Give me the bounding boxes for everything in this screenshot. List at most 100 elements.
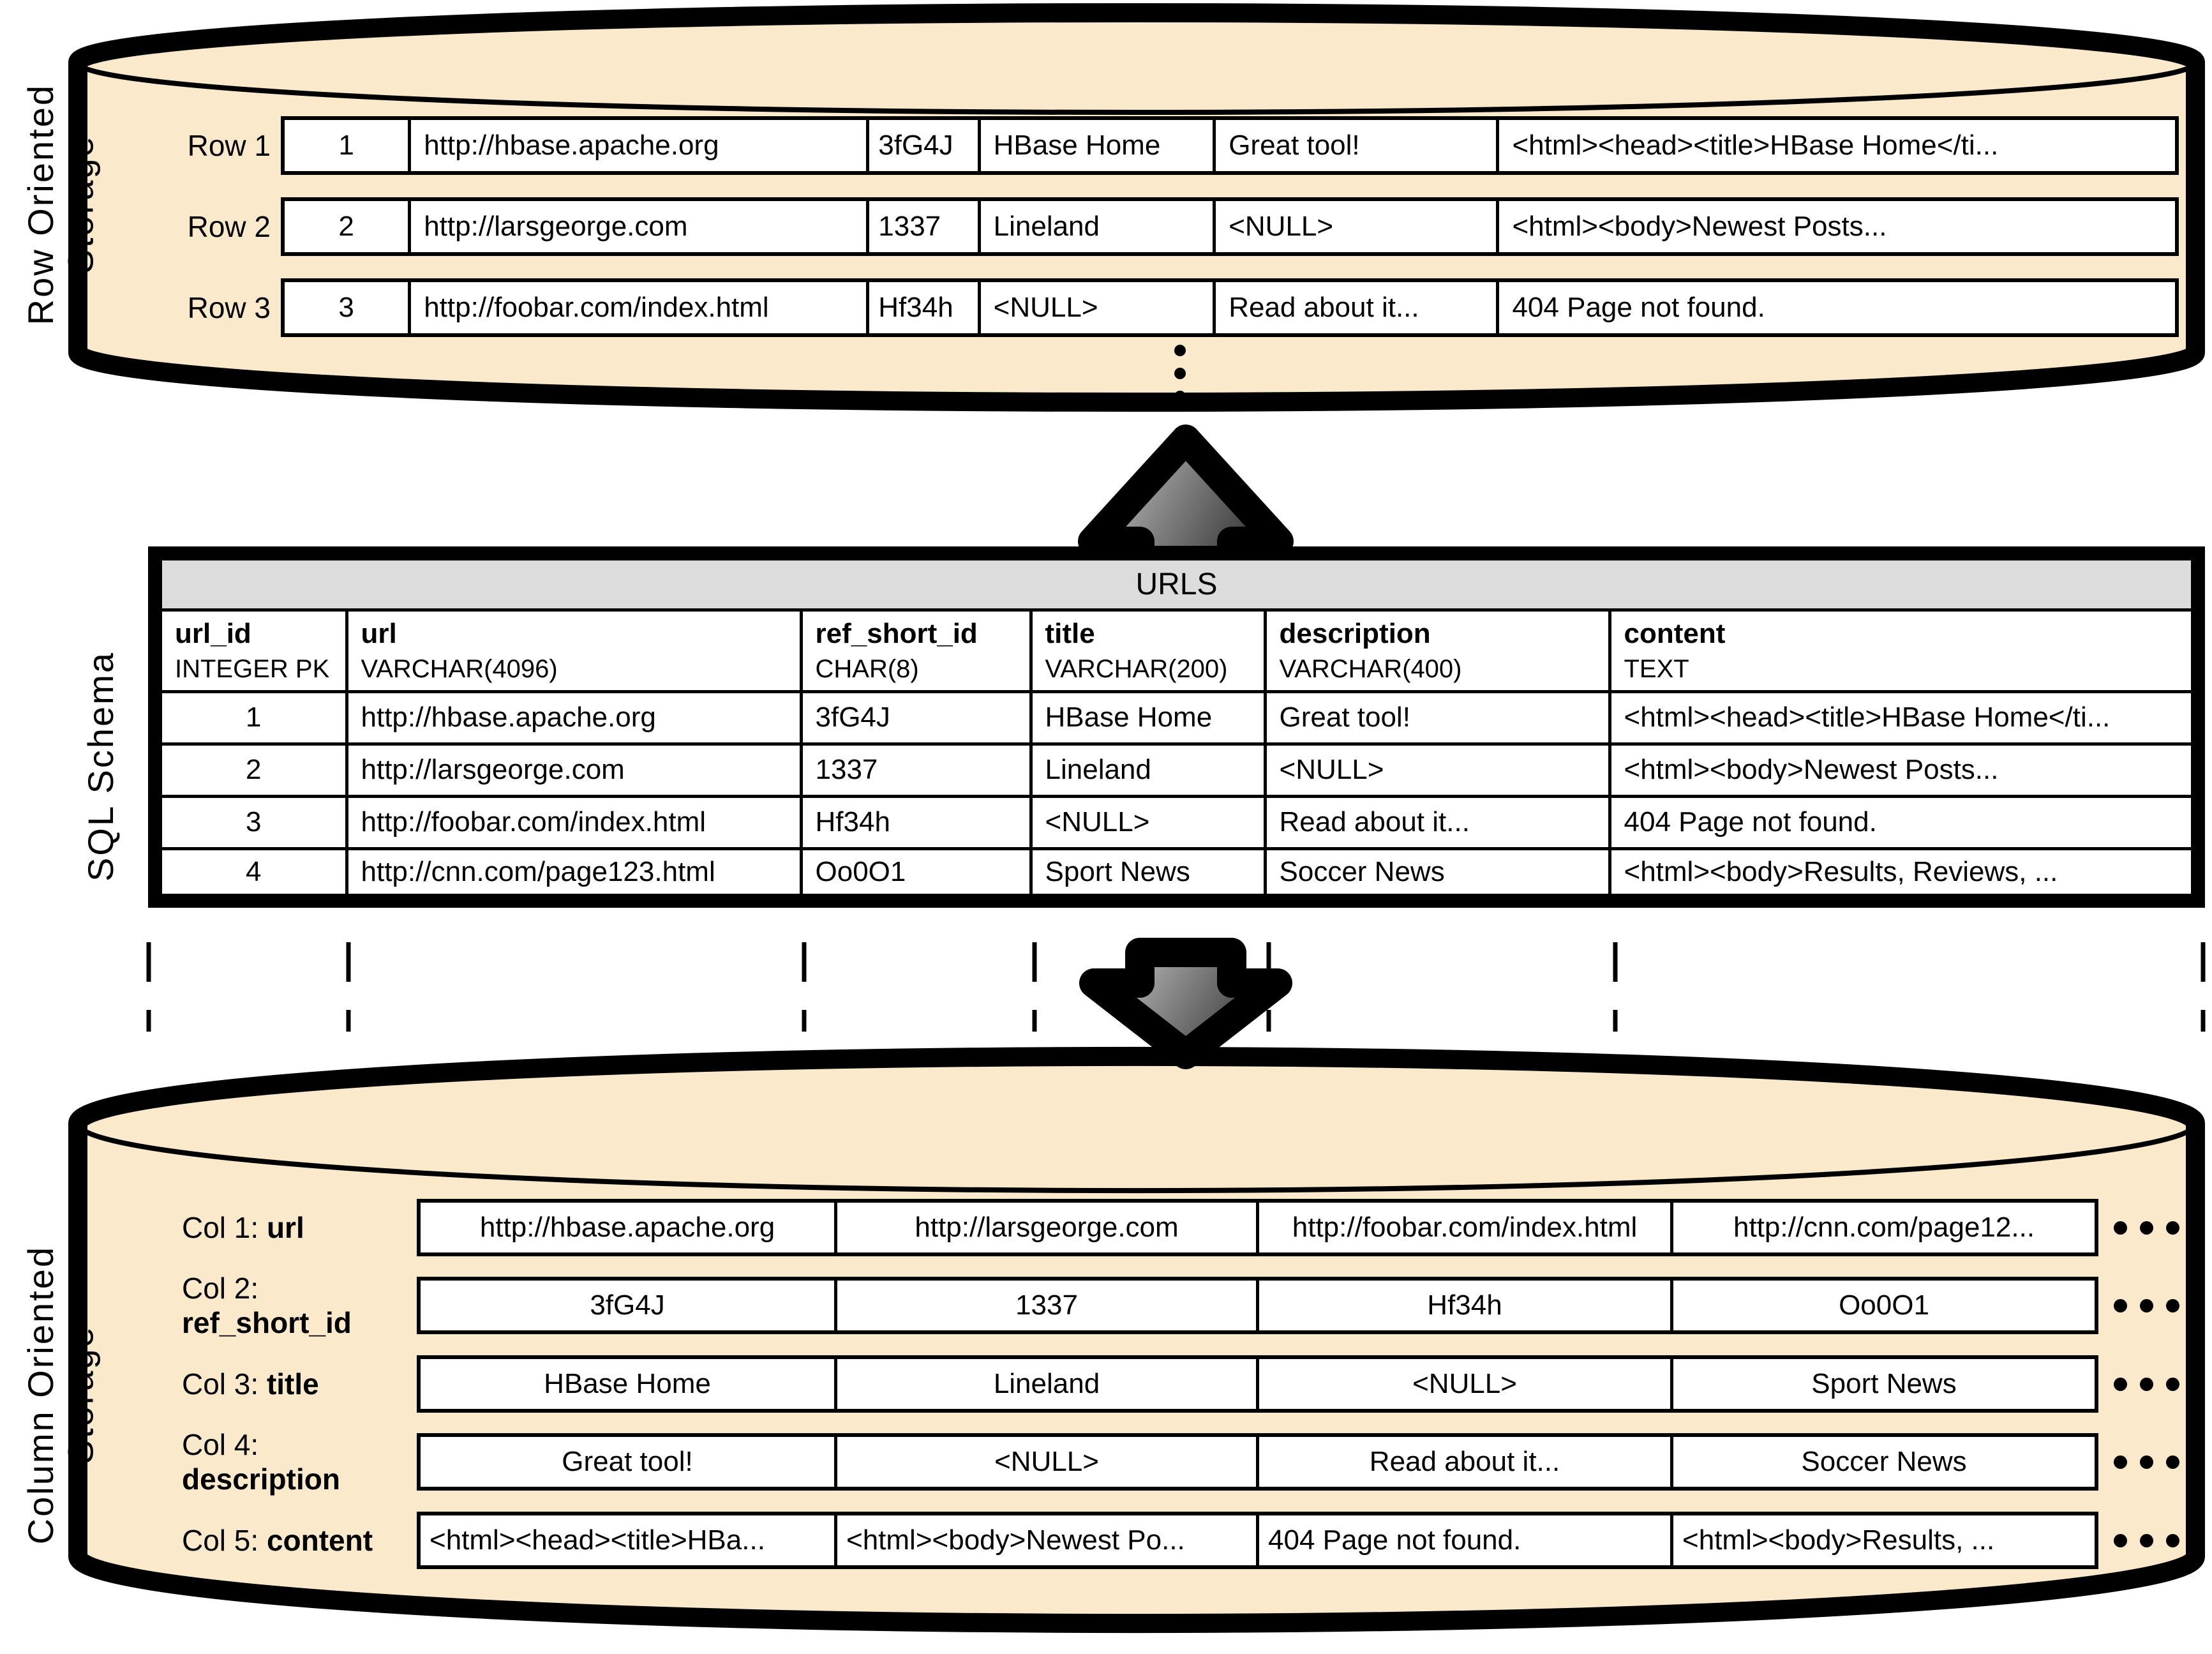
sql-col-type: CHAR(8) bbox=[815, 654, 919, 683]
ellipsis-dot bbox=[1174, 345, 1186, 356]
column-cells: 3fG4J 1337 Hf34h Oo0O1 bbox=[417, 1277, 2098, 1334]
sql-schema-section-label: SQL Schema bbox=[61, 594, 140, 938]
column-label-name: ref_short_id bbox=[182, 1306, 352, 1339]
sql-cell-content: <html><head><title>HBase Home</ti... bbox=[1608, 689, 2200, 746]
ellipsis-dot bbox=[2165, 1455, 2179, 1469]
row-cell-ref-short-id: Hf34h bbox=[866, 282, 978, 333]
storage-row: Row 1 1 http://hbase.apache.org 3fG4J HB… bbox=[166, 116, 2179, 175]
column-label-name: title bbox=[266, 1367, 319, 1401]
sql-cell-url: http://larsgeorge.com bbox=[345, 742, 803, 798]
row-cell-description: <NULL> bbox=[1213, 201, 1497, 252]
sql-cell-url-id: 4 bbox=[153, 846, 348, 903]
row-cell-ref-short-id: 3fG4J bbox=[866, 120, 978, 171]
sql-col-type: VARCHAR(200) bbox=[1045, 654, 1228, 683]
column-cells: <html><head><title>HBa... <html><body>Ne… bbox=[417, 1512, 2098, 1569]
sql-cell-title: <NULL> bbox=[1029, 794, 1267, 850]
horizontal-ellipsis-icon bbox=[2098, 1433, 2194, 1491]
column-cells: http://hbase.apache.org http://larsgeorg… bbox=[417, 1199, 2098, 1256]
row-cell-url-id: 3 bbox=[285, 282, 408, 333]
row-cells: 2 http://larsgeorge.com 1337 Lineland <N… bbox=[281, 197, 2179, 256]
row-cell-title: Lineland bbox=[977, 201, 1213, 252]
row-cell-content: <html><body>Newest Posts... bbox=[1496, 201, 2175, 252]
ellipsis-dot bbox=[2165, 1298, 2179, 1312]
column-cell: 404 Page not found. bbox=[1256, 1515, 1671, 1565]
ellipsis-dot bbox=[2113, 1221, 2127, 1235]
column-cell: <html><body>Newest Po... bbox=[834, 1515, 1256, 1565]
ellipsis-dot bbox=[2113, 1377, 2127, 1391]
row-cells: 1 http://hbase.apache.org 3fG4J HBase Ho… bbox=[281, 116, 2179, 175]
column-label-prefix: Col 2: bbox=[182, 1271, 259, 1305]
storage-row: Row 2 2 http://larsgeorge.com 1337 Linel… bbox=[166, 197, 2179, 256]
sql-col-name: title bbox=[1045, 617, 1095, 649]
sql-col-header-content: content TEXT bbox=[1608, 608, 2200, 693]
column-label-prefix: Col 4: bbox=[182, 1427, 259, 1461]
storage-row: Row 3 3 http://foobar.com/index.html Hf3… bbox=[166, 278, 2179, 337]
row-cell-title: <NULL> bbox=[977, 282, 1213, 333]
row-cell-description: Great tool! bbox=[1213, 120, 1497, 171]
row-cell-url: http://hbase.apache.org bbox=[408, 120, 867, 171]
row-cell-url-id: 2 bbox=[285, 201, 408, 252]
ellipsis-dot bbox=[2165, 1221, 2179, 1235]
column-storage-row: Col 1: url http://hbase.apache.org http:… bbox=[182, 1199, 2194, 1256]
sql-cell-content: 404 Page not found. bbox=[1608, 794, 2200, 850]
ellipsis-dot bbox=[2139, 1298, 2153, 1312]
ellipsis-dot bbox=[2165, 1533, 2179, 1547]
sql-table-row: 1 http://hbase.apache.org 3fG4J HBase Ho… bbox=[153, 689, 2200, 746]
ellipsis-dot bbox=[2139, 1377, 2153, 1391]
row-cell-title: HBase Home bbox=[977, 120, 1213, 171]
ellipsis-dot bbox=[1174, 391, 1186, 402]
column-cell: <NULL> bbox=[1256, 1359, 1671, 1409]
column-cell: Hf34h bbox=[1256, 1281, 1671, 1330]
sql-col-header-title: title VARCHAR(200) bbox=[1029, 608, 1267, 693]
column-label-name: content bbox=[266, 1523, 373, 1557]
sql-cell-ref-short-id: 3fG4J bbox=[799, 689, 1033, 746]
ellipsis-dot bbox=[2113, 1298, 2127, 1312]
horizontal-ellipsis-icon bbox=[2098, 1355, 2194, 1413]
row-cell-url: http://larsgeorge.com bbox=[408, 201, 867, 252]
sql-col-type: VARCHAR(400) bbox=[1279, 654, 1462, 683]
row-cell-ref-short-id: 1337 bbox=[866, 201, 978, 252]
ellipsis-dot bbox=[1174, 368, 1186, 379]
row-cell-description: Read about it... bbox=[1213, 282, 1497, 333]
column-label-name: description bbox=[182, 1462, 340, 1496]
column-label: Col 3: title bbox=[182, 1355, 417, 1413]
column-storage-row: Col 5: content <html><head><title>HBa...… bbox=[182, 1512, 2194, 1569]
column-cell: 1337 bbox=[834, 1281, 1256, 1330]
column-cell: http://foobar.com/index.html bbox=[1256, 1203, 1671, 1252]
column-label: Col 4: description bbox=[182, 1428, 417, 1496]
ellipsis-dot bbox=[2139, 1455, 2153, 1469]
column-cell: http://larsgeorge.com bbox=[834, 1203, 1256, 1252]
sql-cell-url-id: 3 bbox=[153, 794, 348, 850]
column-cells: Great tool! <NULL> Read about it... Socc… bbox=[417, 1433, 2098, 1491]
row-cell-content: 404 Page not found. bbox=[1496, 282, 2175, 333]
sql-cell-ref-short-id: Hf34h bbox=[799, 794, 1033, 850]
column-storage-section-label-text: Column Oriented Storage bbox=[20, 1245, 101, 1545]
column-cell: Read about it... bbox=[1256, 1437, 1671, 1487]
column-label-prefix: Col 5: bbox=[182, 1523, 259, 1557]
column-cell: http://cnn.com/page12... bbox=[1670, 1203, 2095, 1252]
horizontal-ellipsis-icon bbox=[2098, 1512, 2194, 1569]
sql-col-header-ref-short-id: ref_short_id CHAR(8) bbox=[799, 608, 1033, 693]
column-cell: Soccer News bbox=[1670, 1437, 2095, 1487]
sql-col-header-description: description VARCHAR(400) bbox=[1263, 608, 1611, 693]
column-storage-row: Col 4: description Great tool! <NULL> Re… bbox=[182, 1428, 2194, 1496]
row-label: Row 3 bbox=[187, 291, 271, 324]
ellipsis-dot bbox=[2165, 1377, 2179, 1391]
sql-cell-content: <html><body>Newest Posts... bbox=[1608, 742, 2200, 798]
sql-col-type: TEXT bbox=[1624, 654, 1689, 683]
sql-col-type: VARCHAR(4096) bbox=[361, 654, 558, 683]
sql-cell-title: HBase Home bbox=[1029, 689, 1267, 746]
sql-cell-url-id: 1 bbox=[153, 689, 348, 746]
sql-table-header-row: url_id INTEGER PK url VARCHAR(4096) ref_… bbox=[153, 608, 2200, 693]
column-cell: <html><head><title>HBa... bbox=[421, 1515, 835, 1565]
column-label: Col 5: content bbox=[182, 1512, 417, 1569]
column-label: Col 1: url bbox=[182, 1199, 417, 1256]
sql-col-name: url bbox=[361, 617, 397, 649]
column-cell: Lineland bbox=[834, 1359, 1256, 1409]
column-cell: HBase Home bbox=[421, 1359, 835, 1409]
column-cells: HBase Home Lineland <NULL> Sport News bbox=[417, 1355, 2098, 1413]
sql-col-header-url-id: url_id INTEGER PK bbox=[153, 608, 348, 693]
sql-cell-description: Great tool! bbox=[1263, 689, 1611, 746]
sql-table-title: URLS bbox=[153, 552, 2200, 612]
sql-cell-url: http://cnn.com/page123.html bbox=[345, 846, 803, 903]
